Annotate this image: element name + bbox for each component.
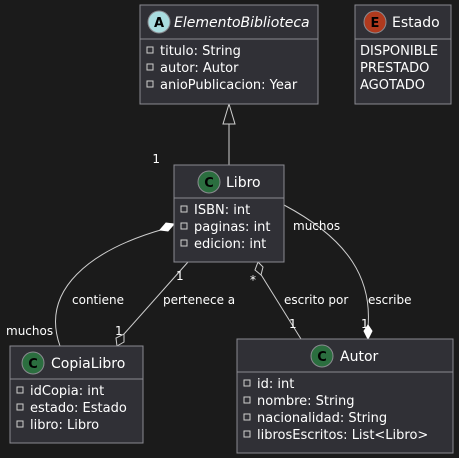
pertenece-aggregation-diamond xyxy=(115,333,125,347)
contiene-line xyxy=(55,228,165,347)
class-icon xyxy=(310,344,334,368)
class-elementobiblioteca[interactable]: A ElementoBiblioteca titulo: String auto… xyxy=(139,4,319,105)
private-visibility-icon xyxy=(16,420,24,428)
pertenece-line xyxy=(123,261,189,335)
libro-box xyxy=(173,164,285,263)
inheritance-arrowhead xyxy=(222,102,236,125)
private-visibility-icon xyxy=(146,46,154,54)
escrito-label: escrito por xyxy=(284,293,348,307)
contiene-label: contiene xyxy=(72,293,124,307)
class-icon-letter: C xyxy=(28,357,38,372)
estado-name: Estado xyxy=(392,15,440,31)
libro-attribute: paginas: int xyxy=(194,220,271,235)
copialibro-attribute: estado: Estado xyxy=(30,401,127,416)
escrito-aggregation-diamond xyxy=(254,261,264,276)
autor-box xyxy=(236,338,454,454)
escrito-mult-autor: 1 xyxy=(289,317,297,331)
private-visibility-icon xyxy=(180,222,188,230)
autor-name: Autor xyxy=(340,349,379,365)
autor-attribute: librosEscritos: List<Libro> xyxy=(257,428,428,443)
autor-attribute: nacionalidad: String xyxy=(257,411,387,426)
private-visibility-icon xyxy=(146,80,154,88)
pertenece-mult-libro: 1 xyxy=(176,269,184,283)
estado-value: DISPONIBLE xyxy=(360,44,438,59)
escrito-line xyxy=(259,272,302,340)
libro-attribute: ISBN: int xyxy=(194,203,250,218)
elementobiblioteca-name: ElementoBiblioteca xyxy=(174,15,310,31)
class-icon xyxy=(197,170,221,194)
private-visibility-icon xyxy=(243,430,251,438)
private-visibility-icon xyxy=(243,379,251,387)
elementobiblioteca-attribute: anioPublicacion: Year xyxy=(160,78,298,93)
autor-attribute: id: int xyxy=(257,377,294,392)
class-copialibro[interactable]: C CopiaLibro idCopia: int estado: Estado… xyxy=(9,345,144,444)
copialibro-attribute: idCopia: int xyxy=(30,384,104,399)
escribe-composition-diamond xyxy=(363,324,373,341)
private-visibility-icon xyxy=(243,413,251,421)
estado-value: AGOTADO xyxy=(360,78,425,93)
private-visibility-icon xyxy=(180,239,188,247)
escribe-line xyxy=(283,204,369,328)
copialibro-attribute: libro: Libro xyxy=(30,418,99,433)
escribe-mult-libro: muchos xyxy=(293,219,340,233)
escrito-mult-libro: * xyxy=(250,273,256,287)
private-visibility-icon xyxy=(243,396,251,404)
elementobiblioteca-attribute: titulo: String xyxy=(160,44,241,59)
abstract-class-icon xyxy=(147,10,171,34)
contiene-mult-libro: 1 xyxy=(152,152,160,166)
libro-attribute: edicion: int xyxy=(194,237,266,252)
class-icon xyxy=(21,351,45,375)
estado-value: PRESTADO xyxy=(360,61,429,76)
enum-icon xyxy=(363,10,387,34)
private-visibility-icon xyxy=(16,403,24,411)
enum-estado[interactable]: E Estado DISPONIBLE PRESTADO AGOTADO xyxy=(354,4,452,105)
enum-icon-letter: E xyxy=(371,16,380,31)
class-libro[interactable]: C Libro ISBN: int paginas: int edicion: … xyxy=(173,164,285,263)
libro-name: Libro xyxy=(226,175,261,191)
pertenece-mult-copia: 1 xyxy=(115,324,123,338)
abstract-class-icon-letter: A xyxy=(154,16,164,31)
private-visibility-icon xyxy=(146,63,154,71)
private-visibility-icon xyxy=(16,386,24,394)
contiene-composition-diamond xyxy=(159,222,175,232)
class-autor[interactable]: C Autor id: int nombre: String nacionali… xyxy=(236,338,454,454)
autor-attribute: nombre: String xyxy=(257,394,354,409)
elementobiblioteca-attribute: autor: Autor xyxy=(160,61,239,76)
pertenece-label: pertenece a xyxy=(163,293,235,307)
copialibro-name: CopiaLibro xyxy=(51,356,125,372)
class-icon-letter: C xyxy=(317,350,327,365)
contiene-mult-copia: muchos xyxy=(6,324,53,338)
class-icon-letter: C xyxy=(204,176,214,191)
escribe-mult-autor: 1 xyxy=(361,317,369,331)
private-visibility-icon xyxy=(180,205,188,213)
escribe-label: escribe xyxy=(368,293,412,307)
